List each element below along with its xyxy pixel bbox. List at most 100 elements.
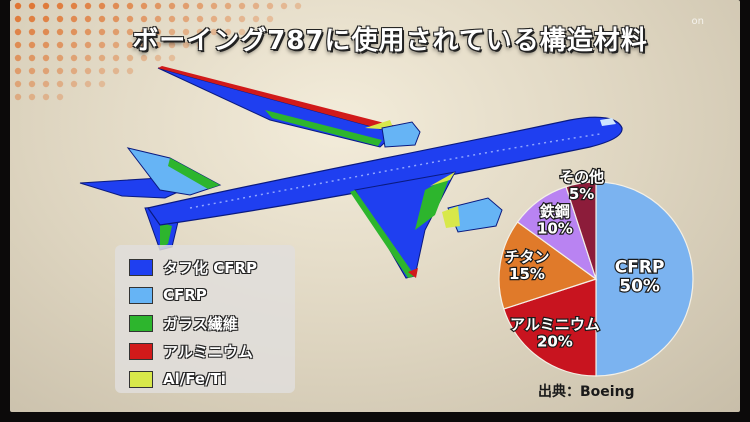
legend-item: ガラス繊維	[129, 311, 238, 335]
decorative-dot	[98, 15, 106, 23]
decorative-dot	[168, 54, 176, 62]
decorative-dot	[140, 54, 148, 62]
decorative-dot	[42, 54, 50, 62]
decorative-dot	[56, 15, 64, 23]
decorative-dot	[154, 41, 162, 49]
legend-swatch	[129, 342, 153, 360]
decorative-dot	[98, 80, 106, 88]
decorative-dot	[154, 2, 162, 10]
decorative-dot	[14, 2, 22, 10]
decorative-dot	[70, 28, 78, 36]
plane-far-engine	[381, 121, 421, 148]
legend-label: タフ化 CFRP	[163, 258, 258, 277]
decorative-dot	[154, 15, 162, 23]
decorative-dot	[140, 2, 148, 10]
decorative-dot	[14, 28, 22, 36]
pie-slice	[498, 221, 598, 310]
decorative-dot	[56, 28, 64, 36]
decorative-dot	[140, 41, 148, 49]
legend-swatch	[129, 314, 153, 332]
pie-percent-label: 15%	[509, 265, 545, 283]
decorative-dot	[112, 15, 120, 23]
decorative-dot	[98, 67, 106, 75]
decorative-dot	[28, 93, 36, 101]
plane-near-engine	[447, 197, 503, 233]
decorative-dot	[210, 28, 218, 36]
decorative-dot	[56, 67, 64, 75]
decorative-dot	[42, 80, 50, 88]
decorative-dot	[84, 2, 92, 10]
pie-percent-label: 10%	[537, 220, 573, 238]
pie-slice	[502, 278, 597, 377]
legend-swatch	[129, 258, 153, 276]
decorative-dot	[14, 80, 22, 88]
pie-slice	[595, 181, 694, 377]
decorative-dot	[56, 93, 64, 101]
decorative-dot	[14, 93, 22, 101]
decorative-dot	[168, 2, 176, 10]
pie-category-label: CFRP	[615, 257, 665, 277]
decorative-dot	[224, 15, 232, 23]
decorative-dot	[42, 67, 50, 75]
pie-percent-label: 50%	[619, 276, 660, 296]
decorative-dot	[42, 2, 50, 10]
legend-item: タフ化 CFRP	[129, 255, 257, 279]
decorative-dot	[280, 2, 288, 10]
source-credit: 出典：Boeing	[538, 384, 635, 400]
decorative-dot	[182, 2, 190, 10]
legend-item: CFRP	[129, 283, 207, 307]
decorative-dot	[84, 80, 92, 88]
decorative-dot	[28, 15, 36, 23]
decorative-dot	[126, 41, 134, 49]
decorative-dot	[266, 2, 274, 10]
plane-left-stabilizer	[79, 177, 179, 199]
decorative-dot	[252, 15, 260, 23]
decorative-dot	[84, 67, 92, 75]
decorative-dot	[196, 2, 204, 10]
decorative-dot	[168, 28, 176, 36]
decorative-dot	[140, 15, 148, 23]
decorative-dot	[28, 67, 36, 75]
decorative-dot	[238, 28, 246, 36]
decorative-dot	[266, 15, 274, 23]
decorative-dot	[56, 80, 64, 88]
decorative-dot	[126, 28, 134, 36]
decorative-dot	[70, 67, 78, 75]
decorative-dot	[84, 41, 92, 49]
decorative-dot	[238, 15, 246, 23]
decorative-dot	[28, 28, 36, 36]
decorative-dot	[182, 28, 190, 36]
plane-far-wing	[157, 67, 396, 148]
pie-category-label: チタン	[504, 248, 549, 266]
pie-slice	[565, 181, 597, 280]
decorative-dot	[126, 15, 134, 23]
legend-label: ガラス繊維	[163, 314, 238, 333]
background-dot-pattern	[14, 2, 302, 101]
legend-swatch	[129, 370, 153, 388]
decorative-dot	[14, 54, 22, 62]
page-title: ボーイング787に使用されている構造材料	[132, 26, 648, 56]
broadcast-watermark: on	[691, 16, 704, 27]
decorative-dot	[168, 15, 176, 23]
legend-item: Al/Fe/Ti	[129, 367, 226, 391]
legend-label: CFRP	[163, 286, 207, 304]
decorative-dot	[70, 41, 78, 49]
decorative-dot	[126, 2, 134, 10]
decorative-dot	[196, 28, 204, 36]
decorative-dot	[224, 28, 232, 36]
pie-percent-label: 5%	[569, 185, 594, 203]
decorative-dot	[196, 41, 204, 49]
decorative-dot	[210, 2, 218, 10]
decorative-dot	[70, 15, 78, 23]
pie-category-label: 鉄鋼	[540, 203, 570, 221]
decorative-dot	[70, 2, 78, 10]
decorative-dot	[28, 2, 36, 10]
decorative-dot	[98, 2, 106, 10]
decorative-dot	[28, 41, 36, 49]
decorative-dot	[56, 54, 64, 62]
decorative-dot	[14, 41, 22, 49]
tv-screen: ボーイング787に使用されている構造材料 on タフ化 CFRP CFRP ガラス繊…	[10, 0, 740, 412]
decorative-dot	[98, 41, 106, 49]
decorative-dot	[224, 2, 232, 10]
decorative-dot	[112, 41, 120, 49]
